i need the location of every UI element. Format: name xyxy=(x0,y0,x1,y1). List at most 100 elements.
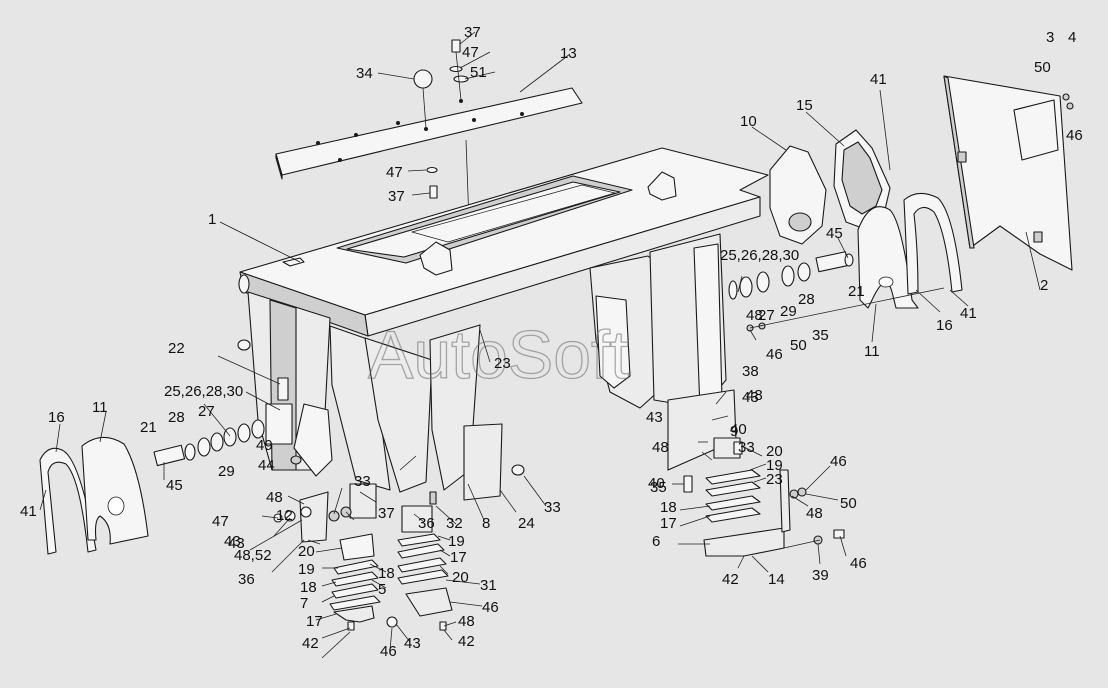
callout-label: 33 xyxy=(544,499,561,516)
callout-label: 46 xyxy=(1066,127,1083,144)
callout-label: 50 xyxy=(790,337,807,354)
callout-label: 27 xyxy=(198,403,215,420)
callout-label: 49 xyxy=(256,437,273,454)
callout-label: 43 xyxy=(224,533,241,550)
callout-label: 41 xyxy=(960,305,977,322)
right-caps xyxy=(857,192,963,309)
callout-label: 29 xyxy=(780,303,797,320)
seal-plates-right xyxy=(769,129,891,245)
callout-label: 36 xyxy=(238,571,255,588)
callout-label: 46 xyxy=(830,453,847,470)
callout-label: 18 xyxy=(660,499,677,516)
callout-label: 33 xyxy=(738,439,755,456)
callout-label: 23 xyxy=(766,471,783,488)
callout-label: 31 xyxy=(480,577,497,594)
callout-label: 13 xyxy=(560,45,577,62)
left-mount-stack xyxy=(273,483,381,631)
callout-label: 41 xyxy=(870,71,887,88)
callout-label: 27 xyxy=(758,307,775,324)
callout-label: 42 xyxy=(458,633,475,650)
callout-label: 10 xyxy=(740,113,757,130)
callout-label: 25,26,28,30 xyxy=(164,383,243,400)
callout-label: 50 xyxy=(1034,59,1051,76)
callout-label: 45 xyxy=(826,225,843,242)
callout-label: 36 xyxy=(418,515,435,532)
callout-label: 11 xyxy=(864,343,880,360)
callout-label: 18 xyxy=(300,579,317,596)
callout-label: 20 xyxy=(452,569,469,586)
callout-label: 12 xyxy=(276,507,293,524)
callout-label: 35 xyxy=(650,479,667,496)
callout-label: 39 xyxy=(812,567,829,584)
callout-label: 43 xyxy=(646,409,663,426)
callout-label: 7 xyxy=(300,595,308,612)
callout-label: 24 xyxy=(518,515,535,532)
callout-label: 34 xyxy=(356,65,373,82)
callout-label: 48 xyxy=(458,613,475,630)
cover-plate xyxy=(275,87,583,180)
left-hub-stack xyxy=(153,339,302,467)
callout-label: 17 xyxy=(306,613,323,630)
callout-label: 1 xyxy=(208,211,216,228)
right-mount-stack xyxy=(667,389,845,557)
callout-label: 48 xyxy=(806,505,823,522)
leader-lines xyxy=(39,31,1041,659)
callout-label: 16 xyxy=(48,409,65,426)
callout-label: 11 xyxy=(92,399,108,416)
callout-label: 16 xyxy=(936,317,953,334)
callout-label: 23 xyxy=(494,355,511,372)
callout-label: 18 xyxy=(378,565,395,582)
callout-label: 40 xyxy=(648,475,665,492)
callout-label: 48 xyxy=(746,387,763,404)
callout-label: 14 xyxy=(768,571,785,588)
left-caps xyxy=(39,436,149,555)
callout-label: 20 xyxy=(298,543,315,560)
callout-label: 47 xyxy=(462,44,479,61)
callout-label: 43 xyxy=(742,389,759,406)
callout-label: 41 xyxy=(20,503,37,520)
callout-label: 46 xyxy=(766,346,783,363)
callout-label: 51 xyxy=(470,64,487,81)
callout-label: 19 xyxy=(766,457,783,474)
callout-label: 43 xyxy=(228,535,245,552)
callout-label: 46 xyxy=(850,555,867,572)
callout-label: 48,52 xyxy=(234,547,272,564)
main-frame xyxy=(238,147,769,493)
callout-label: 29 xyxy=(218,463,235,480)
callout-label: 3 xyxy=(1046,29,1054,46)
callout-label: 48 xyxy=(746,307,763,324)
callout-label: 5 xyxy=(378,581,386,598)
right-hub-stack xyxy=(728,251,945,332)
callout-label: 47 xyxy=(212,513,229,530)
callout-label: 42 xyxy=(302,635,319,652)
callout-label: 48 xyxy=(652,439,669,456)
callout-label: 19 xyxy=(448,533,465,550)
callout-label: 25,26,28,30 xyxy=(720,247,799,264)
callout-label: 2 xyxy=(1040,277,1048,294)
callout-label: 43 xyxy=(404,635,421,652)
watermark: AutoSoft xyxy=(368,317,629,393)
callout-label: 37 xyxy=(378,505,395,522)
callout-label: 20 xyxy=(766,443,783,460)
callout-label: 17 xyxy=(660,515,677,532)
right-cover-panel xyxy=(943,75,1074,271)
callout-label: 37 xyxy=(388,188,405,205)
callout-label: 28 xyxy=(168,409,185,426)
callout-label: 35 xyxy=(812,327,829,344)
callout-label: 40 xyxy=(730,421,747,438)
callout-label: 42 xyxy=(722,571,739,588)
callout-label: 21 xyxy=(848,283,865,300)
callout-label: 33 xyxy=(354,473,371,490)
callout-label: 8 xyxy=(482,515,490,532)
callout-label: 28 xyxy=(798,291,815,308)
callout-label: 45 xyxy=(166,477,183,494)
callout-label: 48 xyxy=(266,489,283,506)
callout-label: 47 xyxy=(386,164,403,181)
callout-label: 15 xyxy=(796,97,813,114)
callout-label: 37 xyxy=(464,24,481,41)
callout-label: 50 xyxy=(840,495,857,512)
callout-label: 32 xyxy=(446,515,463,532)
